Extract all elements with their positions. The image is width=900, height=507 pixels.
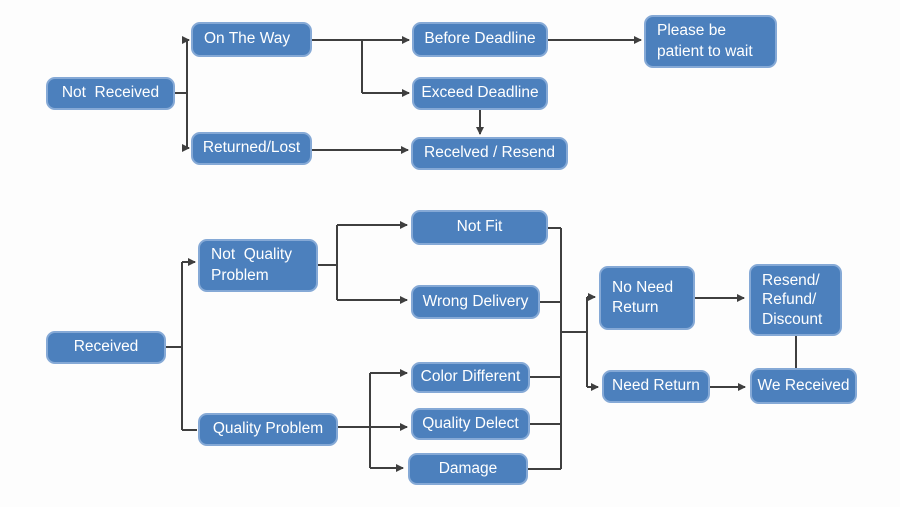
node-quality-problem: Quality Problem [198, 413, 338, 446]
node-returned-lost: Returned/Lost [191, 132, 312, 165]
node-exceed-deadline: Exceed Deadline [412, 77, 548, 110]
node-resend-refund-discount: Resend/ Refund/ Discount [749, 264, 842, 336]
node-we-received: We Received [750, 368, 857, 404]
node-damage: Damage [408, 453, 528, 485]
node-need-return: Need Return [602, 370, 710, 403]
node-no-need-return: No Need Return [599, 266, 695, 330]
node-please-wait: Please be patient to wait [644, 15, 777, 68]
node-not-quality-problem: Not Quality Problem [198, 239, 318, 292]
node-not-received: Not Received [46, 77, 175, 110]
node-quality-delect: Quality Delect [411, 408, 530, 440]
node-received: Received [46, 331, 166, 364]
node-before-deadline: Before Deadline [412, 22, 548, 57]
node-wrong-delivery: Wrong Delivery [411, 285, 540, 319]
node-received-resend: Recelved / Resend [411, 137, 568, 170]
node-color-different: Color Different [411, 362, 530, 393]
node-not-fit: Not Fit [411, 210, 548, 245]
node-on-the-way: On The Way [191, 22, 312, 57]
